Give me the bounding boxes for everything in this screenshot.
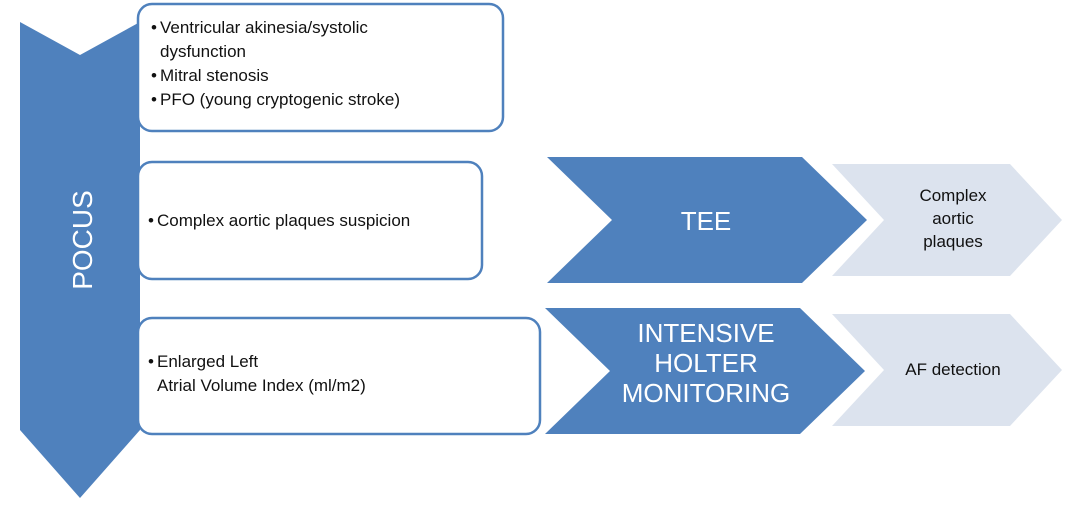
finding-box-1-frame — [136, 2, 505, 133]
bullet-icon: • — [148, 352, 154, 371]
finding-box-1-text: •Ventricular akinesia/systolicdysfunctio… — [151, 18, 400, 109]
bullet-text: dysfunction — [160, 42, 246, 61]
holter-label-line: HOLTER — [654, 348, 758, 378]
bullet-text: Complex aortic plaques suspicion — [157, 211, 410, 230]
tee-label: TEE — [681, 206, 732, 236]
bullet-text: Enlarged Left — [157, 352, 258, 371]
bullet-text: Atrial Volume Index (ml/m2) — [157, 376, 366, 395]
finding-box-2-text: •Complex aortic plaques suspicion — [148, 211, 410, 230]
tee-chevron — [547, 157, 867, 283]
finding-box-3-frame — [136, 316, 542, 436]
aortic-plaques-label: Complex aortic plaques — [919, 186, 987, 251]
pocus-down-arrow — [20, 22, 140, 498]
aortic-plaques-label-line: aortic — [932, 209, 974, 228]
bullet-icon: • — [151, 90, 157, 109]
holter-label-line: MONITORING — [622, 378, 791, 408]
finding-box-1: •Ventricular akinesia/systolicdysfunctio… — [136, 2, 505, 133]
bullet-icon: • — [148, 211, 154, 230]
af-detection-label-line: AF detection — [905, 360, 1000, 379]
aortic-plaques-label-line: plaques — [923, 232, 983, 251]
tee-label-line: TEE — [681, 206, 732, 236]
finding-box-2-frame — [136, 160, 484, 281]
bullet-text: Ventricular akinesia/systolic — [160, 18, 368, 37]
bullet-text: PFO (young cryptogenic stroke) — [160, 90, 400, 109]
holter-chevron — [545, 308, 865, 434]
aortic-plaques-chevron — [832, 164, 1062, 276]
af-detection-chevron — [832, 314, 1062, 426]
holter-label-line: INTENSIVE — [637, 318, 774, 348]
aortic-plaques-label-line: Complex — [919, 186, 987, 205]
bullet-icon: • — [151, 18, 157, 37]
bullet-icon: • — [151, 66, 157, 85]
bullet-text: Mitral stenosis — [160, 66, 269, 85]
af-detection-label: AF detection — [905, 360, 1000, 379]
finding-box-2: •Complex aortic plaques suspicion — [136, 160, 484, 281]
pocus-label: POCUS — [67, 190, 98, 290]
